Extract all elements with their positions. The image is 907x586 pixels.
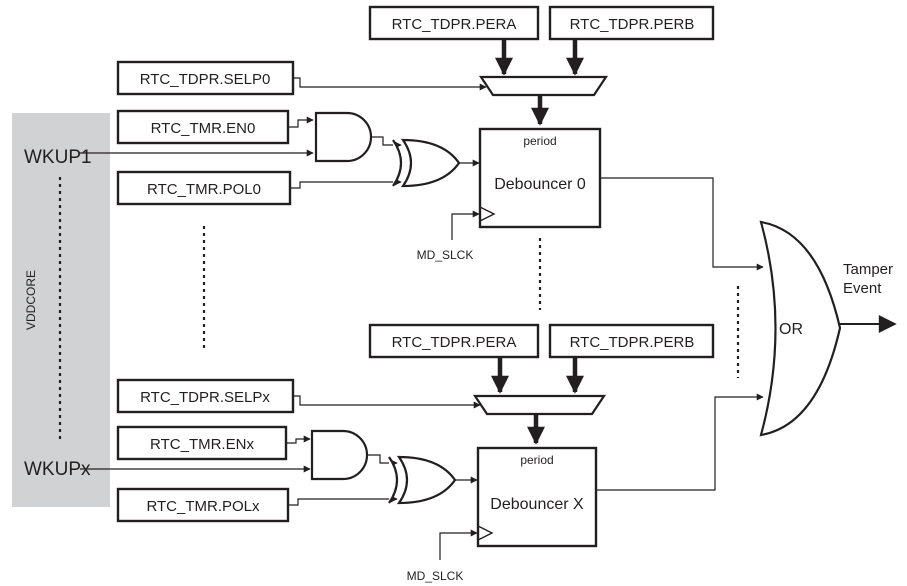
en-register-box bbox=[116, 109, 290, 145]
selp-register-label: RTC_TDPR.SELPx bbox=[140, 389, 270, 406]
debouncer-0-to-or-line bbox=[600, 177, 764, 271]
en-register-label: RTC_TMR.EN0 bbox=[151, 120, 256, 137]
channel-x: RTC_TDPR.PERA RTC_TDPR.PERB RTC_TDPR.SEL… bbox=[80, 323, 764, 583]
debouncer-0-box bbox=[478, 127, 602, 229]
debouncer-x-box bbox=[476, 446, 598, 548]
md-slck-x-label: MD_SLCK bbox=[407, 569, 464, 583]
selp-register-box bbox=[116, 378, 295, 414]
or-gate: OR bbox=[759, 220, 842, 437]
pol-register-label: RTC_TMR.POLx bbox=[146, 498, 260, 515]
debouncer-0-period-label: period bbox=[523, 134, 556, 148]
pera-register-label: RTC_TDPR.PERA bbox=[392, 334, 517, 351]
en-register-label: RTC_TMR.ENx bbox=[150, 436, 254, 453]
pera-register-label: RTC_TDPR.PERA bbox=[392, 16, 517, 33]
pol-to-xor-line bbox=[288, 495, 398, 506]
selp-to-mux-line bbox=[293, 395, 481, 409]
and-to-xor-line bbox=[367, 454, 398, 467]
pol-register-box bbox=[116, 487, 290, 523]
period-mux bbox=[472, 394, 607, 416]
xor-gate-x bbox=[396, 455, 457, 505]
pol-register-box bbox=[116, 170, 292, 206]
debouncer-x-label: Debouncer X bbox=[490, 496, 584, 513]
pera-register-box bbox=[368, 323, 540, 359]
md-slck-x-line bbox=[439, 529, 478, 560]
perb-register-label: RTC_TDPR.PERB bbox=[570, 334, 695, 351]
xor-gate-0 bbox=[400, 138, 461, 188]
debouncer-x-period-label: period bbox=[520, 453, 553, 467]
xor-gate-x-back-curve bbox=[388, 456, 399, 504]
md-slck-0-label: MD_SLCK bbox=[417, 248, 474, 262]
debouncer-0-label: Debouncer 0 bbox=[494, 176, 586, 193]
perb-register-box bbox=[548, 323, 715, 359]
selp-to-mux-line bbox=[293, 77, 487, 91]
selp-register-label: RTC_TDPR.SELP0 bbox=[140, 71, 271, 88]
debouncer-0-clock-symbol bbox=[479, 206, 496, 222]
en-to-and-line bbox=[286, 435, 311, 444]
perb-register-box bbox=[548, 5, 715, 41]
wkup1-pin-label: WKUP1 bbox=[24, 147, 92, 168]
and-to-xor-line bbox=[371, 136, 402, 149]
debouncer-x-to-or-line bbox=[596, 393, 764, 491]
channel-0: RTC_TDPR.PERA RTC_TDPR.PERB RTC_TDPR.SEL… bbox=[80, 5, 764, 271]
perb-register-label: RTC_TDPR.PERB bbox=[570, 16, 695, 33]
and-gate-x bbox=[310, 429, 369, 481]
wkupx-pin-label: WKUPx bbox=[24, 459, 91, 480]
tamper-event-label-line2: Event bbox=[843, 280, 882, 297]
vddcore-label: VDDCORE bbox=[24, 270, 38, 330]
pol-register-label: RTC_TMR.POL0 bbox=[147, 181, 261, 198]
xor-gate-0-back-curve bbox=[392, 139, 403, 187]
pol-to-xor-line bbox=[290, 178, 402, 189]
debouncer-x-clock-symbol bbox=[477, 525, 494, 541]
en-to-and-line bbox=[288, 116, 314, 128]
period-mux bbox=[478, 75, 609, 97]
or-gate-body bbox=[759, 220, 842, 437]
and-gate-0 bbox=[314, 111, 373, 163]
or-gate-label: OR bbox=[779, 321, 803, 338]
tamper-event-label-line1: Tamper bbox=[843, 261, 893, 278]
md-slck-0-line bbox=[451, 210, 480, 240]
pera-register-box bbox=[368, 5, 540, 41]
